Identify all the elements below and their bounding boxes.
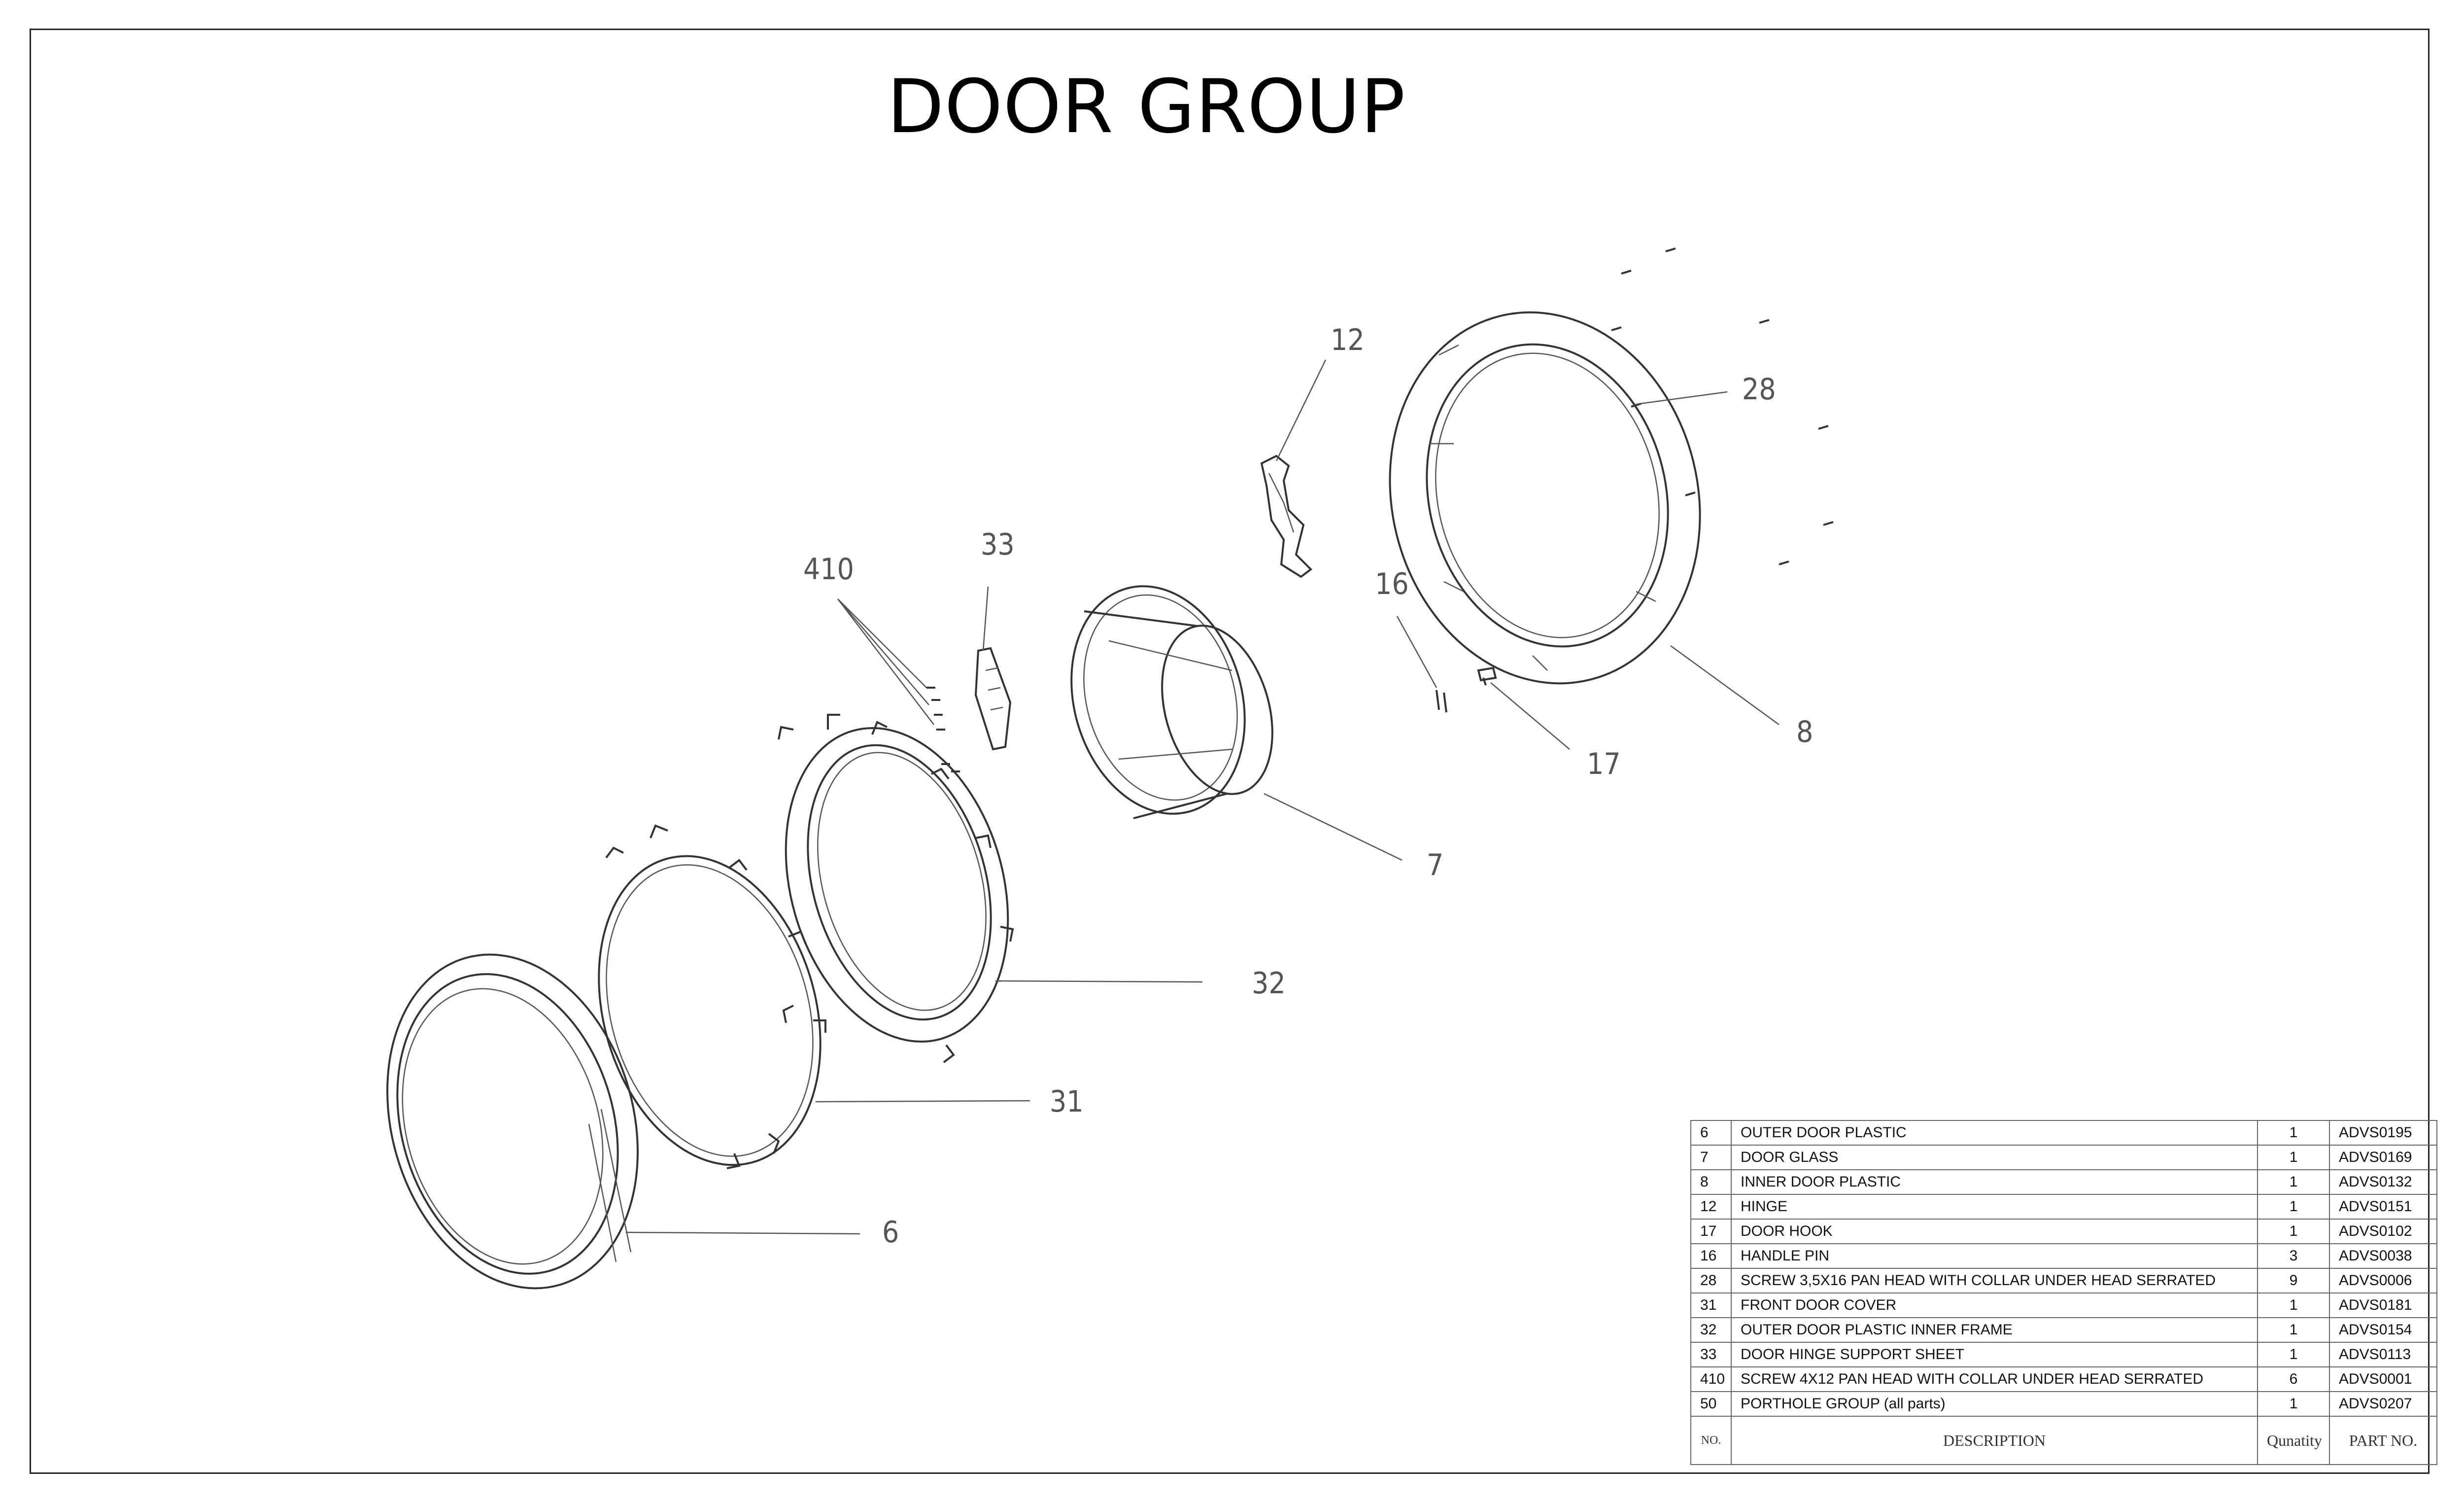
part-code-cell: ADVS0132 <box>2329 1169 2437 1195</box>
callout-28: 28 <box>1742 372 1776 407</box>
parts-list-header: NO. DESCRIPTION Qunatity PART NO. <box>1690 1416 2437 1465</box>
callout-12: 12 <box>1331 323 1365 357</box>
callout-6: 6 <box>882 1215 899 1250</box>
part-number-cell: 50 <box>1690 1391 1732 1417</box>
part-number-cell: 31 <box>1690 1292 1732 1318</box>
header-quantity: Qunatity <box>2257 1416 2330 1465</box>
callout-33: 33 <box>981 527 1015 562</box>
part-code-cell: ADVS0038 <box>2329 1243 2437 1269</box>
description-cell: SCREW 3,5X16 PAN HEAD WITH COLLAR UNDER … <box>1731 1268 2258 1293</box>
callout-31: 31 <box>1050 1084 1084 1119</box>
quantity-cell: 1 <box>2257 1219 2330 1244</box>
quantity-cell: 1 <box>2257 1169 2330 1195</box>
part-code-cell: ADVS0169 <box>2329 1145 2437 1170</box>
part-number-cell: 33 <box>1690 1342 1732 1367</box>
part-number-cell: 8 <box>1690 1169 1732 1195</box>
part-number-cell: 12 <box>1690 1194 1732 1220</box>
part-number-cell: 32 <box>1690 1317 1732 1343</box>
description-cell: INNER DOOR PLASTIC <box>1731 1169 2258 1195</box>
part-code-cell: ADVS0006 <box>2329 1268 2437 1293</box>
door-glass-part <box>1070 585 1273 819</box>
description-cell: HANDLE PIN <box>1731 1243 2258 1269</box>
drawing-title: DOOR GROUP <box>887 64 1406 150</box>
description-cell: DOOR HOOK <box>1731 1219 2258 1244</box>
part-code-cell: ADVS0181 <box>2329 1292 2437 1318</box>
description-cell: FRONT DOOR COVER <box>1731 1292 2258 1318</box>
handle-pin-part <box>1436 690 1447 713</box>
quantity-cell: 1 <box>2257 1391 2330 1417</box>
callout-17: 17 <box>1587 747 1621 781</box>
quantity-cell: 1 <box>2257 1145 2330 1170</box>
quantity-cell: 6 <box>2257 1366 2330 1392</box>
quantity-cell: 1 <box>2257 1342 2330 1367</box>
quantity-cell: 3 <box>2257 1243 2330 1269</box>
description-cell: PORTHOLE GROUP (all parts) <box>1731 1391 2258 1417</box>
description-cell: DOOR HINGE SUPPORT SHEET <box>1731 1342 2258 1367</box>
part-code-cell: ADVS0113 <box>2329 1342 2437 1367</box>
part-number-cell: 16 <box>1690 1243 1732 1269</box>
header-description: DESCRIPTION <box>1731 1416 2258 1465</box>
header-part-no: PART NO. <box>2329 1416 2437 1465</box>
callout-7: 7 <box>1427 848 1443 882</box>
description-cell: DOOR GLASS <box>1731 1145 2258 1170</box>
part-code-cell: ADVS0154 <box>2329 1317 2437 1343</box>
quantity-cell: 1 <box>2257 1194 2330 1220</box>
quantity-cell: 1 <box>2257 1120 2330 1146</box>
quantity-cell: 1 <box>2257 1292 2330 1318</box>
description-cell: HINGE <box>1731 1194 2258 1220</box>
callout-410: 410 <box>803 552 854 587</box>
door-hinge-support-sheet-part <box>974 647 1012 751</box>
description-cell: OUTER DOOR PLASTIC INNER FRAME <box>1731 1317 2258 1343</box>
description-cell: SCREW 4X12 PAN HEAD WITH COLLAR UNDER HE… <box>1731 1366 2258 1392</box>
inner-door-plastic-part <box>1389 311 1701 685</box>
description-cell: OUTER DOOR PLASTIC <box>1731 1120 2258 1146</box>
screws-28-part <box>1611 247 1834 565</box>
screws-410-part <box>926 687 960 772</box>
part-code-cell: ADVS0207 <box>2329 1391 2437 1417</box>
part-code-cell: ADVS0151 <box>2329 1194 2437 1220</box>
part-number-cell: 17 <box>1690 1219 1732 1244</box>
part-code-cell: ADVS0001 <box>2329 1366 2437 1392</box>
drawing-frame <box>30 29 2430 1474</box>
header-no: NO. <box>1690 1416 1732 1465</box>
part-number-cell: 410 <box>1690 1366 1732 1392</box>
outer-door-plastic-part <box>386 953 639 1290</box>
leader-lines <box>625 359 1780 1235</box>
outer-door-plastic-inner-frame-part <box>778 714 1014 1063</box>
hinge-part <box>1260 454 1313 578</box>
part-number-cell: 28 <box>1690 1268 1732 1293</box>
part-code-cell: ADVS0102 <box>2329 1219 2437 1244</box>
part-number-cell: 6 <box>1690 1120 1732 1146</box>
quantity-cell: 9 <box>2257 1268 2330 1293</box>
quantity-cell: 1 <box>2257 1317 2330 1343</box>
part-code-cell: ADVS0195 <box>2329 1120 2437 1146</box>
part-number-cell: 7 <box>1690 1145 1732 1170</box>
callout-16: 16 <box>1375 567 1409 601</box>
callout-8: 8 <box>1796 715 1813 749</box>
callout-32: 32 <box>1252 966 1286 1001</box>
door-hook-part <box>1477 666 1497 686</box>
